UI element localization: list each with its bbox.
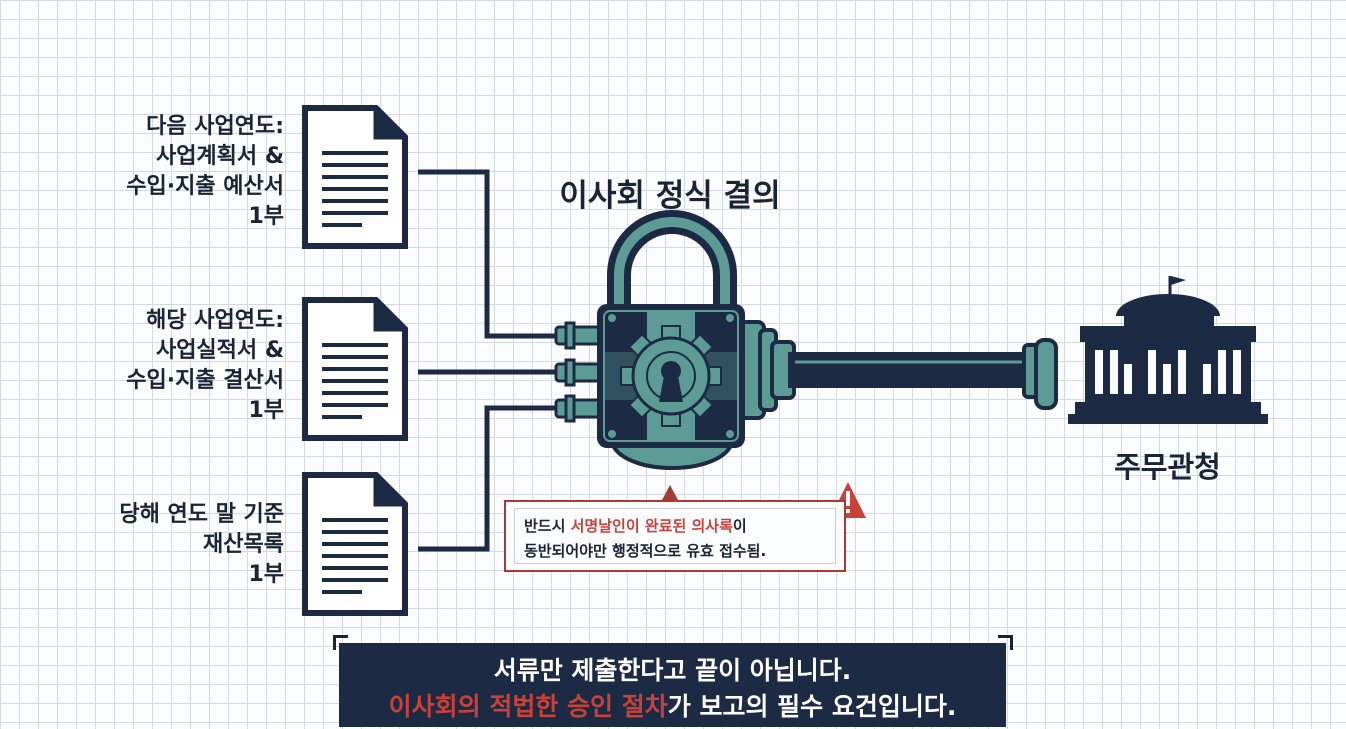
summary-banner: 서류만 제출한다고 끝이 아닙니다. 이사회의 적법한 승인 절차가 보고의 필… xyxy=(339,643,1006,727)
label-line: 사업실적서 & xyxy=(155,338,284,363)
label-line: 당해 연도 말 기준 xyxy=(119,502,284,527)
connector-lines xyxy=(418,169,562,552)
banner-highlight: 이사회의 적법한 승인 절차 xyxy=(388,692,668,721)
authority-label: 주무관청 xyxy=(1114,450,1221,484)
label-line: 1부 xyxy=(248,398,284,423)
warning-note-inner-frame xyxy=(514,508,836,564)
warning-line-1: 반드시 서명날인이 완료된 의사록이 xyxy=(524,515,747,536)
document-icon xyxy=(302,472,408,616)
banner-bracket xyxy=(998,635,1013,650)
banner-text: 가 보고의 필수 요건입니다. xyxy=(667,692,957,721)
warning-line-2: 동반되어야만 행정적으로 유효 접수됨. xyxy=(524,542,767,560)
warning-pointer xyxy=(662,485,678,500)
gear-icon xyxy=(620,325,722,427)
warning-highlight: 서명날인이 완료된 의사록 xyxy=(570,517,733,535)
padlock-shackle-icon xyxy=(607,210,737,315)
banner-bracket xyxy=(333,635,348,650)
warning-text: 반드시 xyxy=(524,517,571,535)
government-building-icon xyxy=(1068,276,1268,424)
banner-line-2: 이사회의 적법한 승인 절차가 보고의 필수 요건입니다. xyxy=(339,687,1006,723)
label-line: 다음 사업연도: xyxy=(146,114,284,139)
document-label-performance-report: 해당 사업연도: 사업실적서 & 수입·지출 결산서 1부 xyxy=(34,306,284,426)
label-line: 해당 사업연도: xyxy=(146,308,284,333)
document-label-asset-inventory: 당해 연도 말 기준 재산목록 1부 xyxy=(34,500,284,590)
document-icon xyxy=(302,297,408,441)
label-line: 수입·지출 결산서 xyxy=(126,368,284,393)
pipe-connectors xyxy=(554,321,606,423)
label-line: 1부 xyxy=(248,204,284,229)
label-line: 재산목록 xyxy=(203,532,284,557)
warning-note: 반드시 서명날인이 완료된 의사록이 동반되어야만 행정적으로 유효 접수됨. xyxy=(504,500,846,572)
label-line: 1부 xyxy=(248,562,284,587)
document-label-business-plan: 다음 사업연도: 사업계획서 & 수입·지출 예산서 1부 xyxy=(34,112,284,232)
label-line: 사업계획서 & xyxy=(155,144,284,169)
diagram-title: 이사회 정식 결의 xyxy=(559,178,781,214)
keyhole-icon xyxy=(659,361,683,402)
warning-text: 이 xyxy=(732,517,747,535)
banner-line-1: 서류만 제출한다고 끝이 아닙니다. xyxy=(493,656,852,685)
document-icon xyxy=(302,105,408,249)
key-rod xyxy=(736,320,1058,420)
label-line: 수입·지출 예산서 xyxy=(126,174,284,199)
